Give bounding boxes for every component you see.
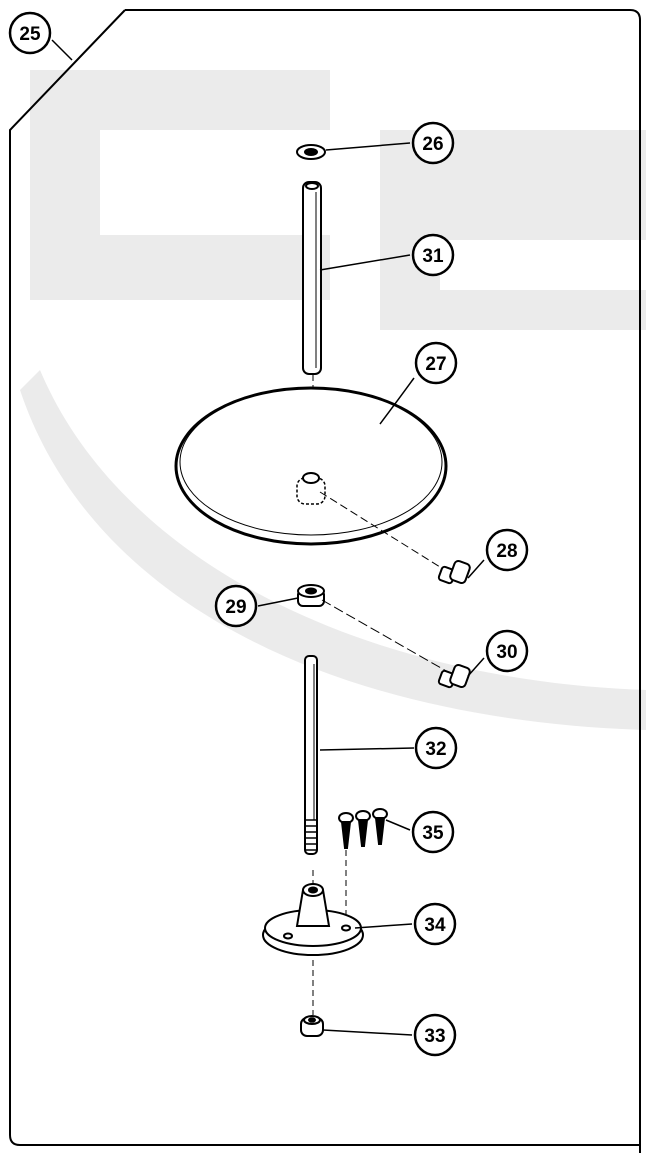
callout-label: 25 bbox=[19, 24, 41, 45]
leader-lines bbox=[51, 39, 485, 1036]
wood-screw bbox=[355, 810, 371, 847]
callout-label: 28 bbox=[496, 541, 517, 562]
callout-label: 30 bbox=[496, 642, 517, 663]
callout-25: 25 bbox=[8, 11, 52, 55]
part-30-thumb-screw bbox=[321, 599, 471, 689]
callout-35: 35 bbox=[411, 810, 455, 854]
part-26-cap-nut bbox=[296, 144, 326, 160]
part-29-collar bbox=[297, 584, 325, 607]
frame-border bbox=[9, 9, 641, 1153]
callout-label: 31 bbox=[422, 246, 444, 267]
cs-watermark bbox=[20, 70, 646, 730]
callout-32: 32 bbox=[414, 726, 458, 770]
watermark-letter-c bbox=[30, 70, 330, 300]
wood-screw bbox=[338, 812, 354, 849]
callout-31: 31 bbox=[411, 233, 455, 277]
callout-27: 27 bbox=[414, 341, 458, 385]
callout-28: 28 bbox=[485, 528, 529, 572]
callout-34: 34 bbox=[413, 902, 457, 946]
watermark-letter-s bbox=[380, 130, 646, 330]
callout-33: 33 bbox=[413, 1013, 457, 1057]
callout-label: 33 bbox=[424, 1026, 445, 1047]
callout-label: 27 bbox=[425, 354, 446, 375]
callout-label: 32 bbox=[425, 739, 446, 760]
part-32-threaded-rod bbox=[304, 655, 318, 855]
part-31-upper-rod bbox=[302, 181, 322, 375]
part-35-wood-screws bbox=[338, 808, 388, 924]
callout-26: 26 bbox=[411, 121, 455, 165]
part-34-base-flange bbox=[262, 883, 364, 956]
callout-label: 26 bbox=[422, 134, 443, 155]
part-27-disc-plate bbox=[174, 386, 448, 546]
callout-30: 30 bbox=[485, 629, 529, 673]
part-28-thumb-screw bbox=[319, 491, 471, 585]
watermark-swoosh bbox=[20, 370, 646, 730]
wood-screw bbox=[372, 808, 388, 845]
callout-29: 29 bbox=[214, 584, 258, 628]
callout-label: 34 bbox=[424, 915, 446, 936]
callout-label: 29 bbox=[225, 597, 246, 618]
part-33-nut bbox=[300, 1015, 324, 1037]
callout-label: 35 bbox=[422, 823, 444, 844]
